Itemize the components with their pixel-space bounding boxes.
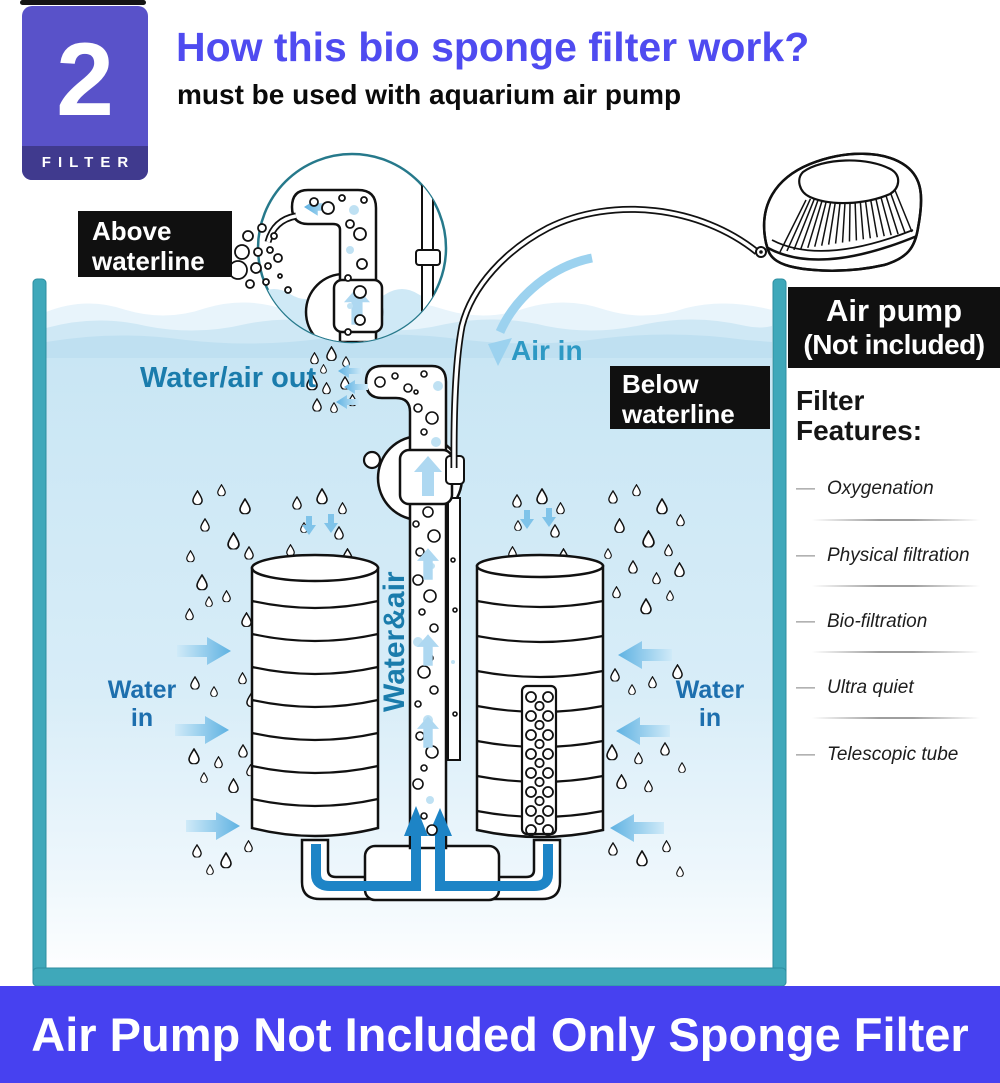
badge-label: FILTER bbox=[22, 146, 148, 180]
page-subtitle: must be used with aquarium air pump bbox=[177, 79, 682, 110]
inset-circle bbox=[228, 152, 448, 344]
feature-divider bbox=[812, 717, 980, 719]
feature-item: —Ultra quiet bbox=[796, 677, 914, 698]
flow-arrows bbox=[311, 806, 553, 891]
features-heading: Filter Features: bbox=[796, 385, 923, 446]
air-in-label: Air in bbox=[511, 335, 583, 366]
tube-bubbles bbox=[374, 370, 458, 836]
feature-item: —Bio-filtration bbox=[796, 611, 928, 632]
page-title: How this bio sponge filter work? bbox=[176, 24, 810, 70]
perforated-tube bbox=[520, 684, 558, 836]
water-and-air-label: Water&air bbox=[378, 571, 411, 712]
air-pump-callout: Air pump (Not included) bbox=[788, 287, 1000, 368]
above-waterline-callout: Above waterline bbox=[78, 211, 232, 277]
air-pump-line1: Air pump bbox=[825, 293, 963, 328]
air-in-arrow bbox=[488, 253, 593, 366]
above-waterline-line1: Above bbox=[92, 216, 172, 246]
feature-divider bbox=[812, 651, 980, 653]
air-pump-illustration bbox=[755, 152, 923, 272]
feature-divider bbox=[812, 585, 980, 587]
feature-item: —Telescopic tube bbox=[796, 744, 959, 765]
below-waterline-line2: waterline bbox=[622, 399, 735, 430]
feature-bullet: — bbox=[796, 744, 815, 765]
water-in-label-right: Water in bbox=[675, 676, 745, 732]
below-waterline-line1: Below bbox=[622, 369, 699, 399]
feature-divider bbox=[812, 519, 980, 521]
feature-item: —Oxygenation bbox=[796, 478, 934, 499]
feature-item: —Physical filtration bbox=[796, 545, 970, 566]
feature-bullet: — bbox=[796, 478, 815, 499]
badge-number: 2 bbox=[56, 22, 114, 138]
sponge-left bbox=[250, 553, 380, 838]
bottom-banner: Air Pump Not Included Only Sponge Filter bbox=[0, 986, 1000, 1083]
water-air-out-label: Water/air out bbox=[140, 362, 317, 394]
tank-walls bbox=[32, 278, 787, 987]
feature-bullet: — bbox=[796, 611, 815, 632]
airline-tube bbox=[450, 205, 760, 468]
water-in-label-left: Water in bbox=[107, 676, 177, 732]
air-pump-line2: (Not included) bbox=[803, 328, 985, 360]
above-waterline-line2: waterline bbox=[92, 246, 205, 277]
feature-bullet: — bbox=[796, 545, 815, 566]
top-edge-bar bbox=[20, 0, 146, 5]
below-waterline-callout: Below waterline bbox=[610, 366, 770, 429]
step-badge: 2 FILTER bbox=[22, 6, 148, 180]
feature-bullet: — bbox=[796, 677, 815, 698]
banner-text: Air Pump Not Included Only Sponge Filter bbox=[31, 1008, 969, 1061]
